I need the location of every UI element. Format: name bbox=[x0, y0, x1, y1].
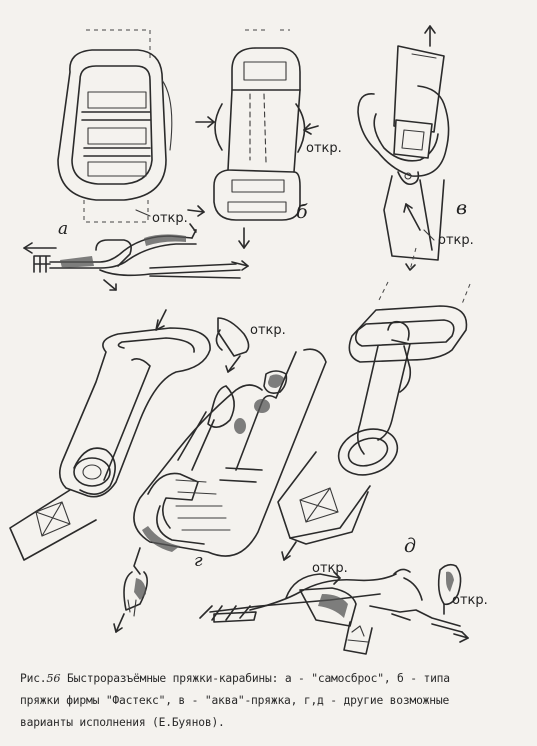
open-label-b: откр. bbox=[306, 141, 342, 156]
buckle-d-side-view bbox=[199, 563, 469, 655]
buckle-b-illustration bbox=[187, 29, 319, 249]
open-label-d1: откр. bbox=[312, 561, 348, 576]
buckle-drawings: а б в г д откр. откр. откр. откр. откр. … bbox=[9, 25, 488, 655]
label-g: г bbox=[194, 551, 203, 571]
open-label-a: откр. bbox=[152, 211, 188, 226]
open-label-d2: откр. bbox=[452, 593, 488, 608]
caption-line-3: варианты исполнения (Е.Буянов). bbox=[20, 716, 225, 729]
leader-v bbox=[423, 229, 435, 241]
buckle-a-side-view bbox=[23, 223, 249, 291]
figure-caption: Рис.56 Быстроразъёмные пряжки-карабины: … bbox=[20, 668, 520, 734]
caption-prefix: Рис. bbox=[20, 672, 47, 685]
label-v: в bbox=[456, 197, 467, 219]
buckle-v-illustration bbox=[357, 25, 450, 261]
open-label-g: откр. bbox=[250, 323, 286, 338]
label-b: б bbox=[296, 201, 308, 223]
open-label-v: откр. bbox=[438, 233, 474, 248]
buckle-d-illustration bbox=[277, 305, 468, 561]
leader-a bbox=[135, 209, 151, 217]
label-a: а bbox=[58, 219, 68, 239]
caption-number: 56 bbox=[46, 672, 61, 685]
buckle-g-illustration bbox=[9, 309, 327, 633]
buckle-d-arrows bbox=[377, 247, 471, 305]
caption-line-2: пряжки фирмы "Фастекс", в - "аква"-пряжк… bbox=[20, 694, 450, 707]
caption-line1-text: Быстроразъёмные пряжки-карабины: а - "са… bbox=[60, 672, 450, 685]
label-d: д bbox=[404, 535, 416, 557]
buckle-a-illustration bbox=[57, 29, 173, 223]
caption-line-1: Рис.56 Быстроразъёмные пряжки-карабины: … bbox=[20, 668, 520, 690]
